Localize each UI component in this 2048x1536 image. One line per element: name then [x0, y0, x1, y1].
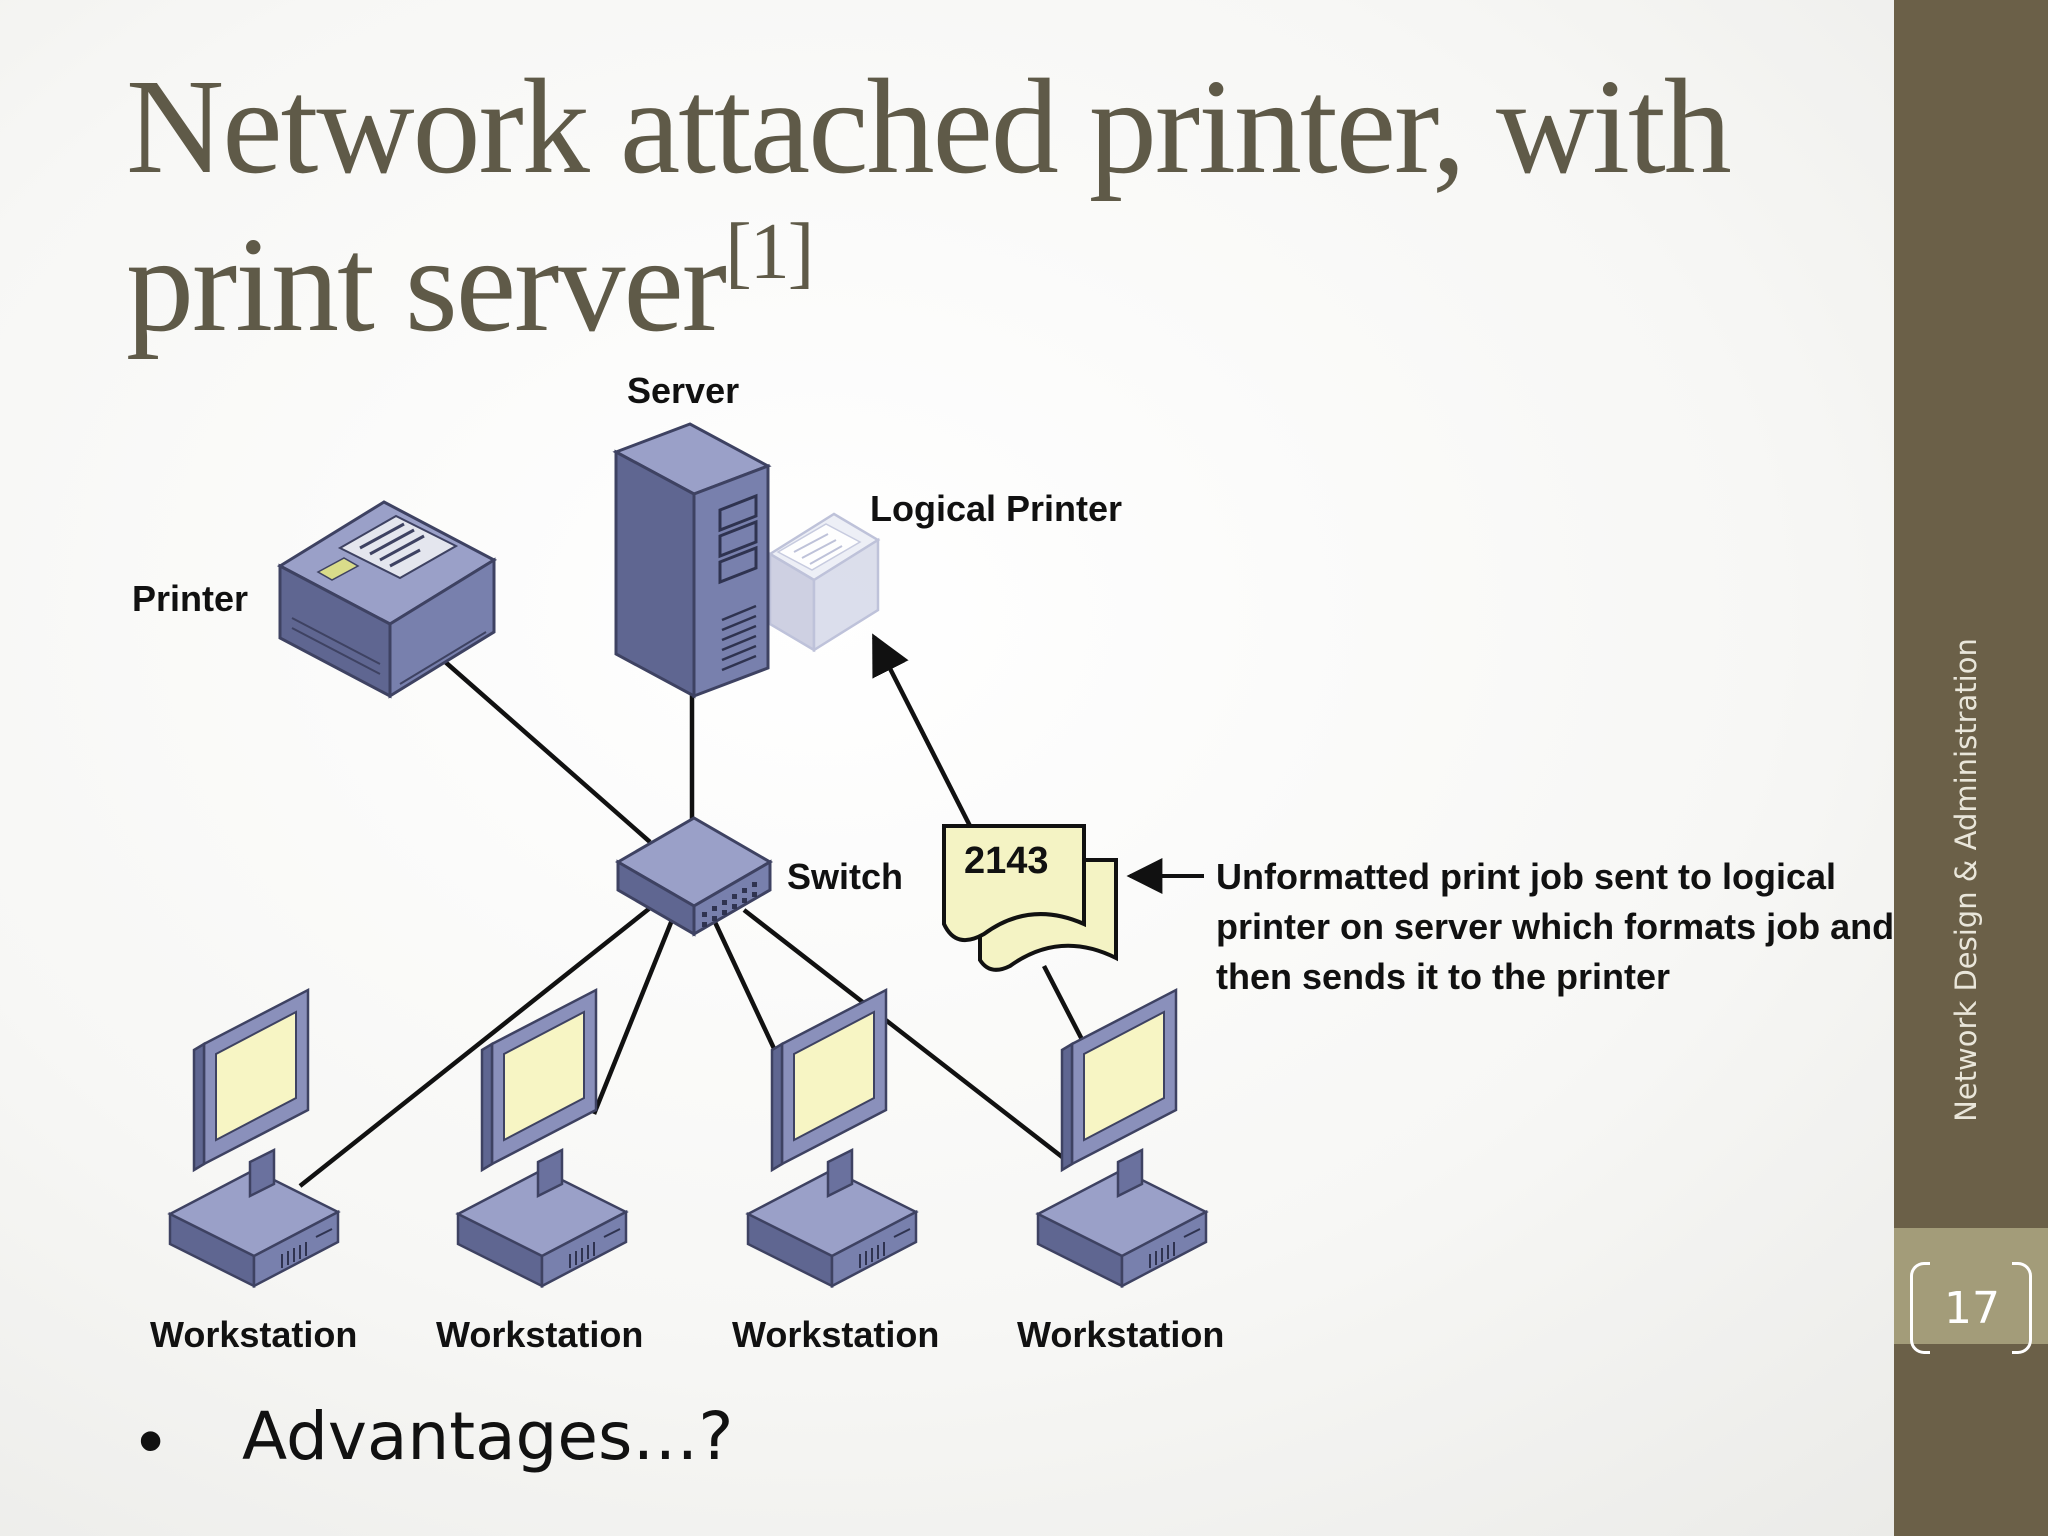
workstation-icon-1: [168, 988, 340, 1288]
logical-printer-label: Logical Printer: [870, 488, 1123, 529]
print-job-document-icon: [942, 824, 1118, 972]
workstation-label-2: Workstation: [436, 1314, 644, 1355]
server-label: Server: [627, 370, 740, 411]
slide-title-text: Network attached printer, with print ser…: [126, 52, 1732, 360]
page-bracket-left: [1910, 1262, 1930, 1354]
switch-icon: [615, 816, 773, 937]
page-number-box: [1894, 1228, 2048, 1344]
workstation-icon-4: [1036, 988, 1208, 1288]
printer-icon: [276, 500, 498, 699]
workstation-icon-2: [456, 988, 628, 1288]
print-job-annotation: Unformatted print job sent to logical pr…: [1216, 856, 1895, 997]
print-job-id: 2143: [964, 840, 1049, 882]
logical-printer-icon: [767, 512, 881, 653]
page-bracket-right: [2012, 1262, 2032, 1354]
workstation-icon-3: [746, 988, 918, 1288]
workstation-label-3: Workstation: [732, 1314, 940, 1355]
job-to-server-arrow: [871, 633, 973, 828]
switch-label: Switch: [787, 856, 904, 897]
bullet-advantages: Advantages…?: [242, 1398, 734, 1475]
server-icon: [612, 422, 772, 699]
slide-title: Network attached printer, with print ser…: [126, 48, 1826, 364]
title-reference: [1]: [725, 208, 814, 296]
page-number: 17: [1944, 1282, 2000, 1334]
printer-label: Printer: [132, 578, 249, 619]
workstation-label-4: Workstation: [1017, 1314, 1225, 1355]
bullet-marker: •: [138, 1401, 164, 1481]
workstation-label-1: Workstation: [150, 1314, 358, 1355]
